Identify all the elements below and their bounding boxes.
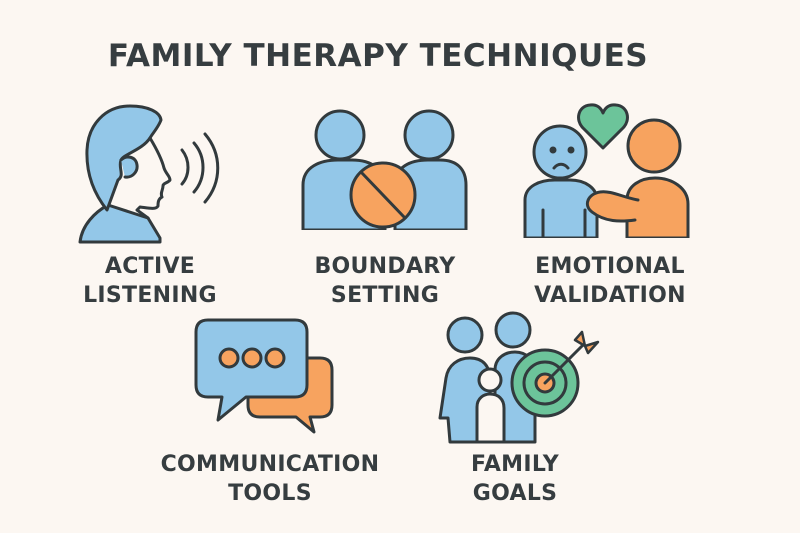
label-line1: FAMILY [471, 452, 559, 477]
label-line2: VALIDATION [534, 283, 686, 308]
label-line1: EMOTIONAL [535, 254, 685, 279]
label-line2: GOALS [472, 481, 558, 506]
label-line1: ACTIVE [104, 254, 196, 279]
label-line2: SETTING [330, 283, 440, 308]
label-line1: COMMUNICATION [160, 452, 380, 477]
label-line1: BOUNDARY [314, 254, 456, 279]
page-title: FAMILY THERAPY TECHNIQUES [107, 38, 649, 74]
label-line2: LISTENING [83, 283, 217, 308]
label-line2: TOOLS [228, 481, 312, 506]
